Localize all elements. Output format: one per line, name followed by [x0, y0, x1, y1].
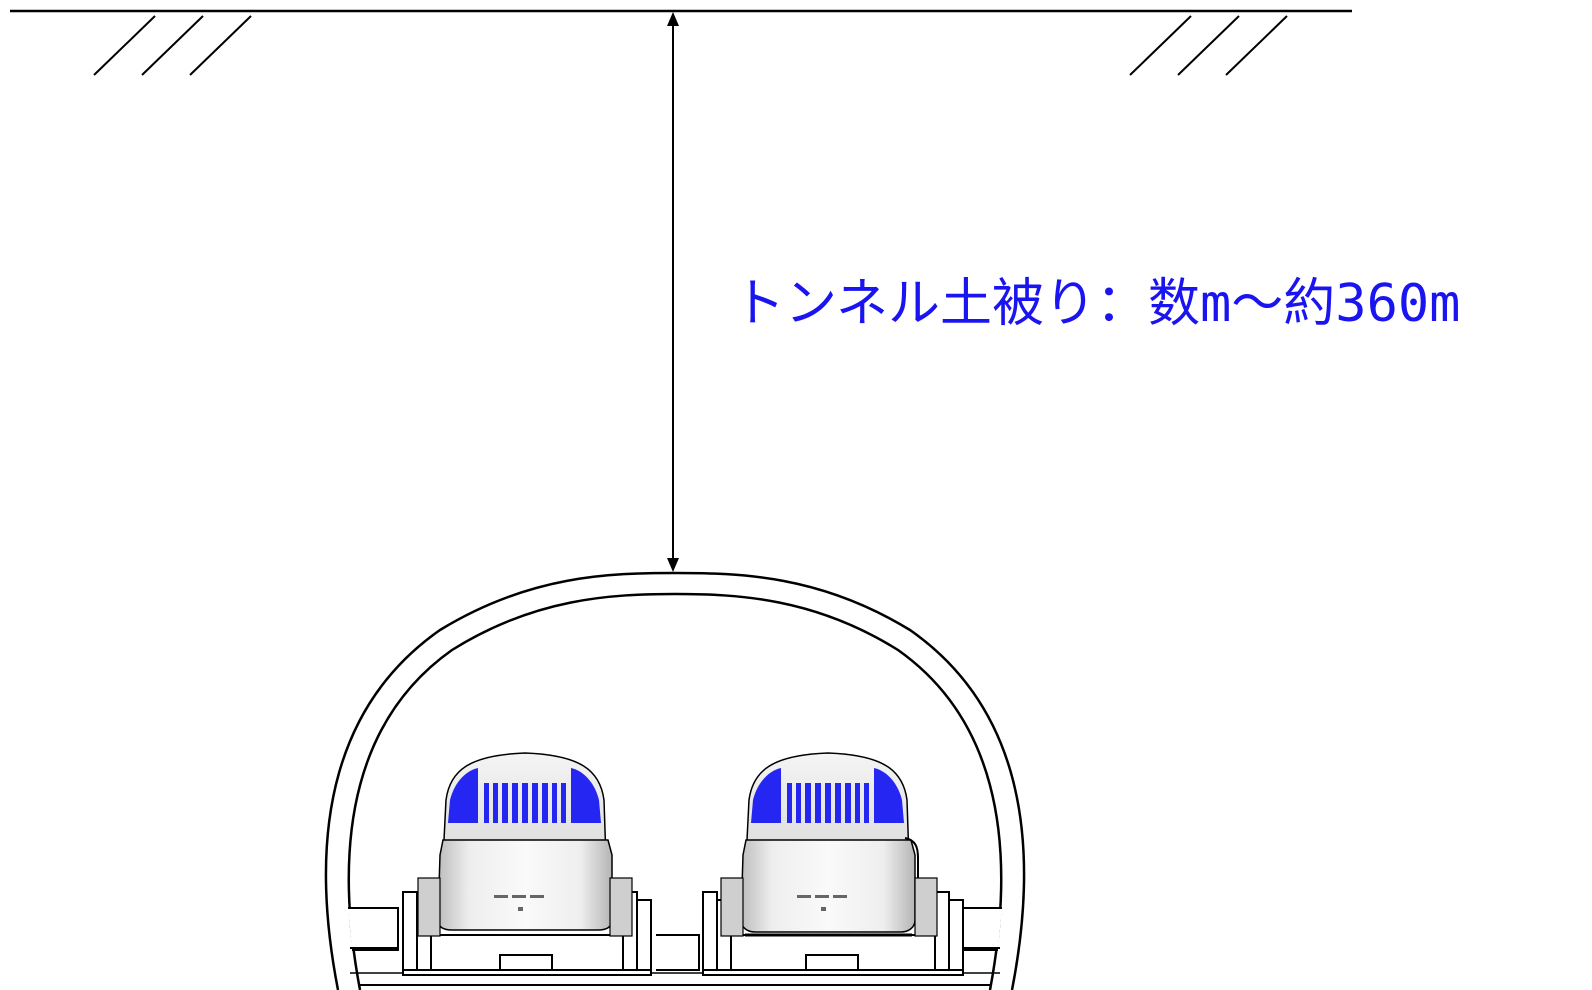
overburden-dimension-arrow	[667, 12, 679, 572]
center-divider	[656, 934, 700, 971]
overburden-label: トンネル土被り：数m～約360m	[733, 274, 1461, 334]
window-stripes	[787, 783, 869, 823]
front-marking	[494, 895, 544, 911]
window-stripes	[484, 783, 566, 823]
soil-hatch-marks-left	[93, 15, 252, 76]
arrow-up-icon	[667, 12, 679, 26]
train-right	[720, 752, 938, 937]
arrow-down-icon	[667, 558, 679, 572]
front-marking	[797, 895, 847, 911]
side-walkway-left	[348, 907, 399, 951]
soil-hatch-marks-right	[1129, 15, 1288, 76]
tunnel-lining-arch	[324, 571, 1026, 990]
train-left	[417, 752, 633, 937]
